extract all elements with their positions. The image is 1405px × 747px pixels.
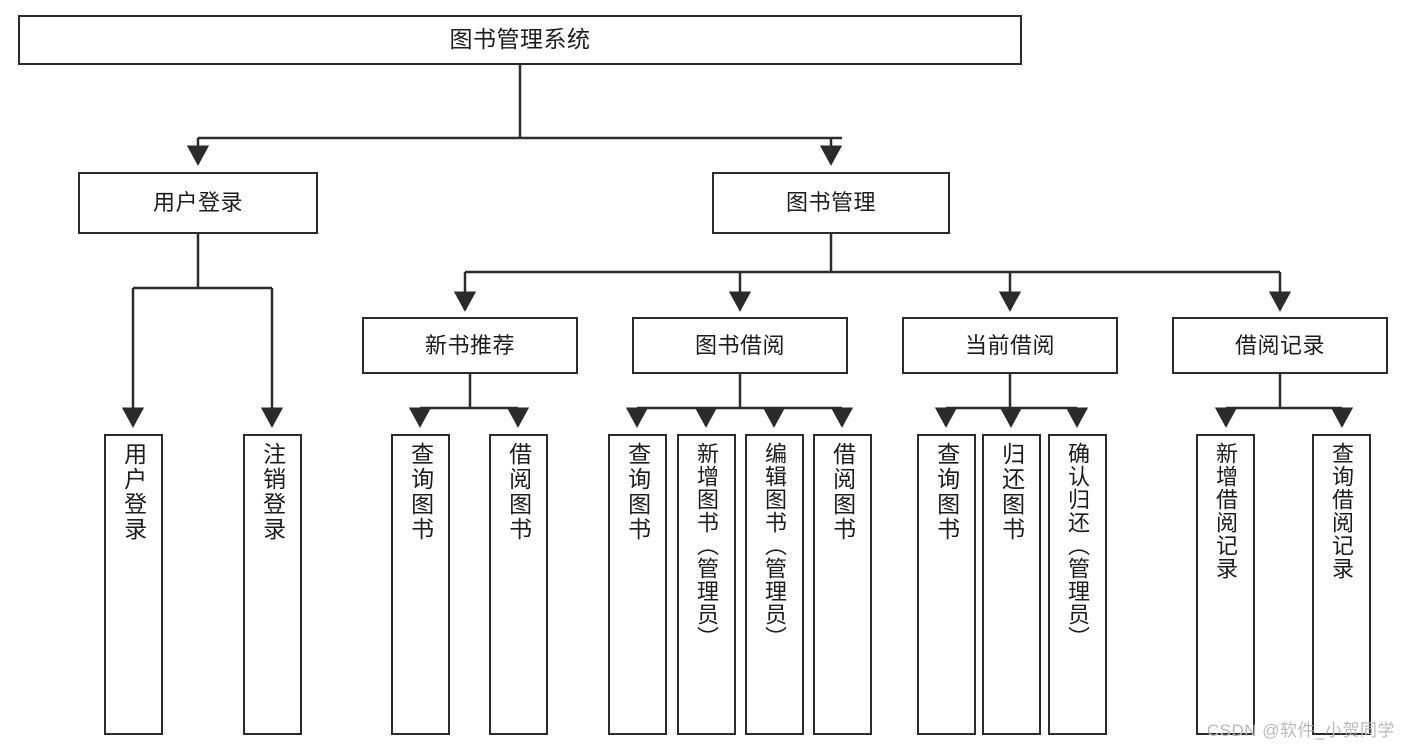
- node-label: 新增借阅记录: [1213, 442, 1239, 580]
- node-label: 借阅图书: [829, 442, 856, 542]
- node-label: 图书管理: [785, 190, 876, 216]
- leaf-query-book-borrow[interactable]: 查询图书: [608, 434, 667, 735]
- node-label: 注销登录: [259, 442, 286, 542]
- node-label: 新增图书（管理员）: [694, 442, 720, 649]
- leaf-user-login[interactable]: 用户登录: [104, 434, 163, 735]
- leaf-borrow-book[interactable]: 借阅图书: [813, 434, 872, 735]
- node-label: 图书管理系统: [449, 26, 591, 53]
- node-user-login[interactable]: 用户登录: [78, 172, 318, 234]
- node-label: 图书借阅: [694, 332, 785, 358]
- node-label: 查询图书: [407, 442, 434, 542]
- node-book-management[interactable]: 图书管理: [712, 172, 950, 234]
- leaf-edit-book-admin[interactable]: 编辑图书（管理员）: [745, 434, 804, 735]
- leaf-borrow-book-recommend[interactable]: 借阅图书: [489, 434, 548, 735]
- leaf-logout[interactable]: 注销登录: [243, 434, 302, 735]
- leaf-add-book-admin[interactable]: 新增图书（管理员）: [677, 434, 736, 735]
- node-new-book-recommend[interactable]: 新书推荐: [362, 317, 578, 374]
- leaf-add-borrow-record[interactable]: 新增借阅记录: [1196, 434, 1255, 735]
- node-label: 查询图书: [624, 442, 651, 542]
- node-label: 当前借阅: [964, 332, 1055, 358]
- node-label: 用户登录: [120, 442, 147, 542]
- node-label: 归还图书: [998, 442, 1025, 542]
- watermark-text: CSDN @软件_小贺同学: [1206, 721, 1395, 740]
- leaf-confirm-return-admin[interactable]: 确认归还（管理员）: [1048, 434, 1107, 735]
- node-label: 查询图书: [933, 442, 960, 542]
- leaf-query-borrow-record[interactable]: 查询借阅记录: [1312, 434, 1371, 735]
- leaf-query-book-recommend[interactable]: 查询图书: [391, 434, 450, 735]
- node-label: 确认归还（管理员）: [1065, 442, 1091, 649]
- leaf-return-book[interactable]: 归还图书: [982, 434, 1041, 735]
- node-borrow-record[interactable]: 借阅记录: [1172, 317, 1388, 374]
- node-root-system[interactable]: 图书管理系统: [18, 15, 1022, 65]
- node-label: 新书推荐: [424, 332, 515, 358]
- node-book-borrow[interactable]: 图书借阅: [632, 317, 848, 374]
- leaf-query-book-current[interactable]: 查询图书: [917, 434, 976, 735]
- node-label: 编辑图书（管理员）: [762, 442, 788, 649]
- node-label: 借阅记录: [1234, 332, 1325, 358]
- node-label: 查询借阅记录: [1329, 442, 1355, 580]
- node-label: 借阅图书: [505, 442, 532, 542]
- node-label: 用户登录: [152, 190, 243, 216]
- node-current-borrow[interactable]: 当前借阅: [902, 317, 1118, 374]
